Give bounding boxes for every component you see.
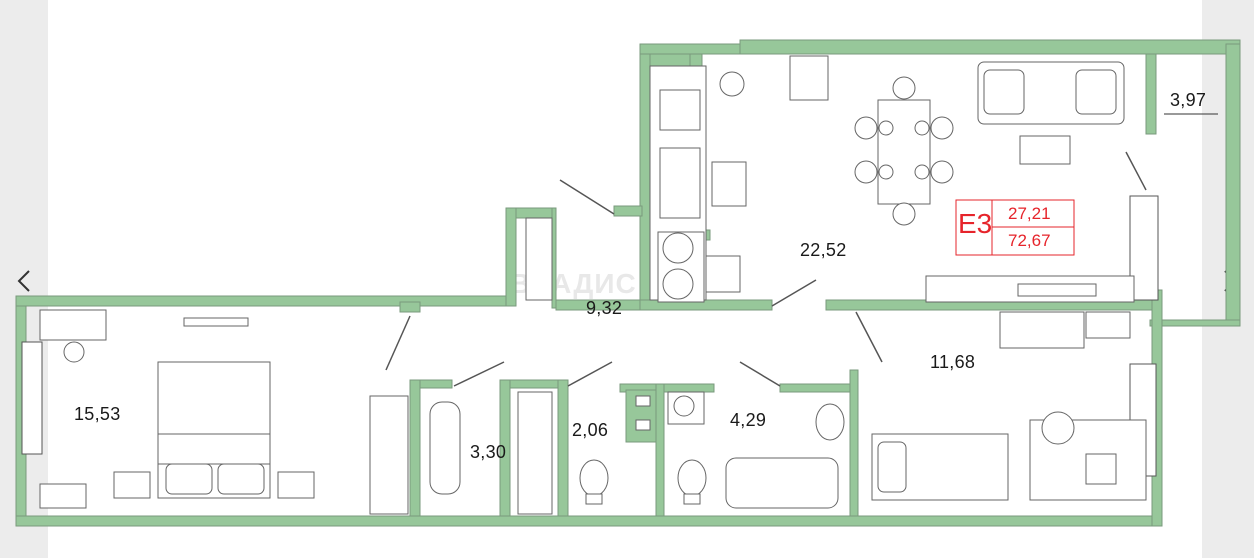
room-area-bathroom: 4,29 [730, 410, 767, 430]
room-area-wardrobe: 3,30 [470, 442, 507, 462]
previous-image-button[interactable] [9, 263, 39, 299]
room-area-balcony: 3,97 [1170, 90, 1207, 110]
room-area-bedroom-right: 11,68 [930, 352, 976, 372]
unit-living-area: 27,21 [1008, 204, 1051, 223]
chevron-left-icon [17, 270, 30, 292]
unit-total-area: 72,67 [1008, 231, 1051, 250]
room-area-hall: 9,32 [586, 298, 623, 318]
unit-code: Е3 [958, 208, 993, 239]
room-area-toilet: 2,06 [572, 420, 609, 440]
room-area-living-kitchen: 22,52 [800, 240, 847, 260]
unit-badge: Е3 27,21 72,67 [956, 200, 1074, 255]
room-area-bedroom-left: 15,53 [74, 404, 121, 424]
